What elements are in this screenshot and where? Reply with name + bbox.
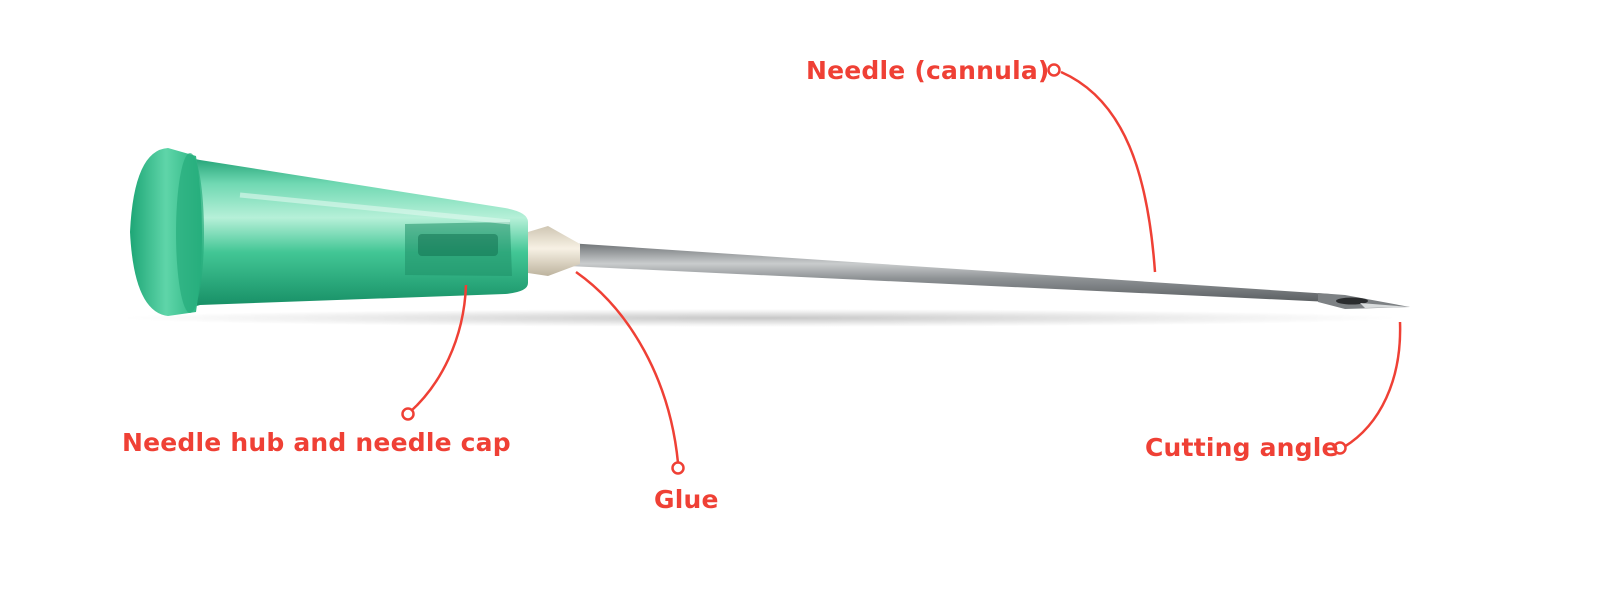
label-needle-cannula: Needle (cannula) [806,56,1050,85]
ground-shadow [120,309,1400,327]
flange-rim [176,153,204,313]
cannula-shaft [568,243,1330,302]
leader-needle [1060,70,1157,273]
label-needle-hub-and-cap: Needle hub and needle cap [122,428,511,457]
dot-cutting [1333,441,1347,455]
glue-collar [528,226,580,276]
hub-slot [418,234,498,256]
label-glue: Glue [654,485,719,514]
dot-hub [401,407,415,421]
label-cutting-angle: Cutting angle [1145,433,1339,462]
leader-hub [409,284,468,413]
needle-lumen [1336,297,1368,305]
leader-cutting [1343,321,1402,449]
leader-dots [401,63,1347,475]
leader-glue [575,270,680,464]
dot-glue [671,461,685,475]
dot-needle [1047,63,1061,77]
leader-lines [409,70,1402,464]
hub-ridge [239,192,511,225]
bevel-highlight [1360,303,1410,308]
